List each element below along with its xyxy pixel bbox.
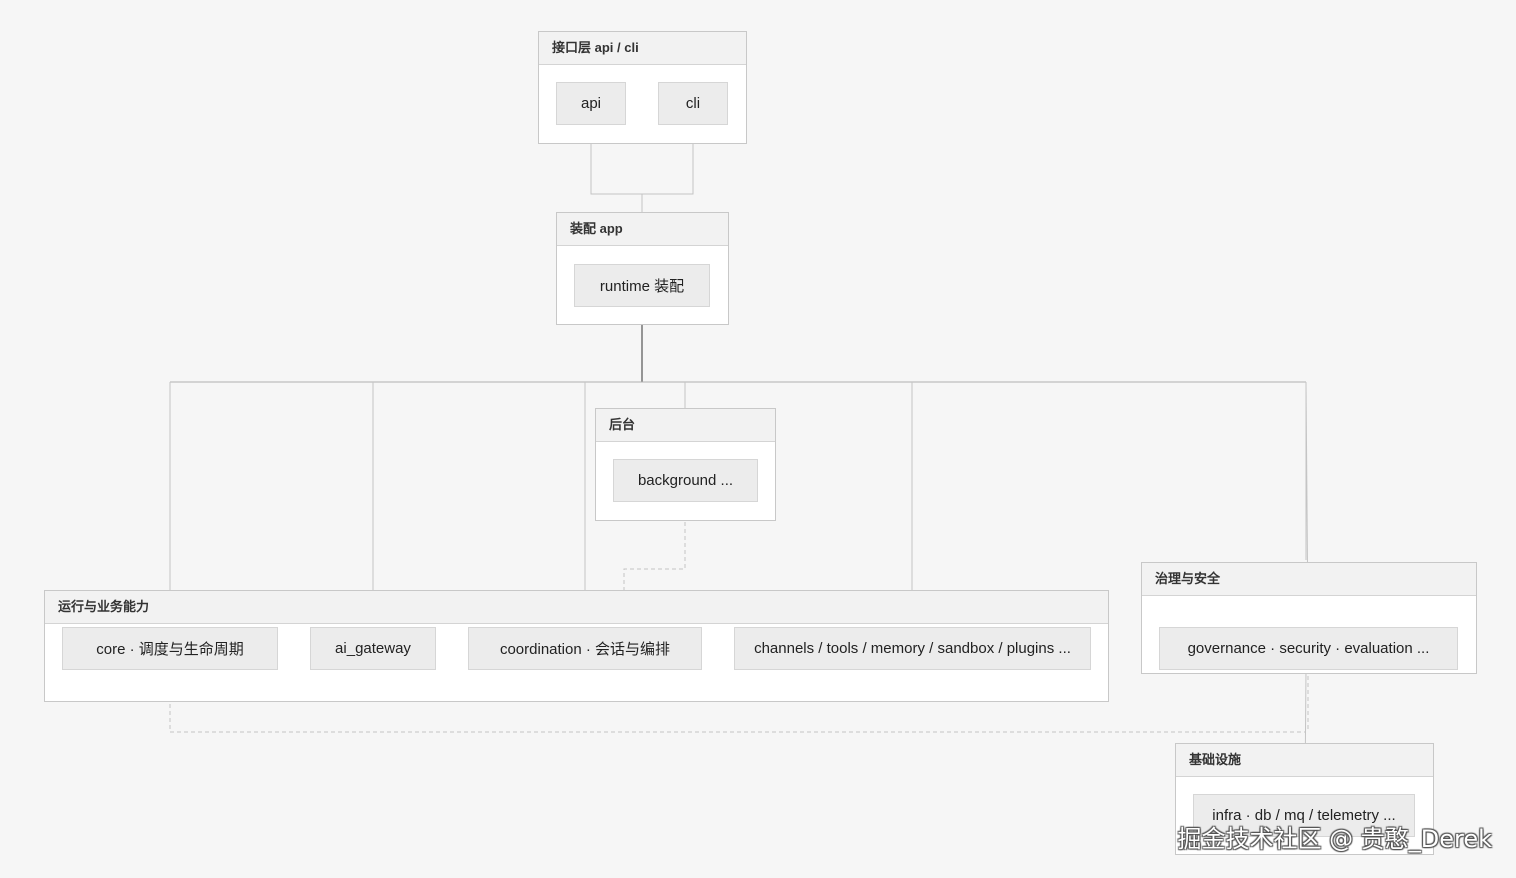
group-assembly-app-title: 装配 app bbox=[557, 213, 728, 246]
group-runtime-business-title: 运行与业务能力 bbox=[45, 591, 1108, 624]
node-governance[interactable]: governance · security · evaluation ... bbox=[1159, 627, 1458, 670]
group-interface-layer-title: 接口层 api / cli bbox=[539, 32, 746, 65]
edge-cli-runtime bbox=[642, 125, 694, 195]
node-cli[interactable]: cli bbox=[658, 82, 728, 125]
node-runtime[interactable]: runtime 装配 bbox=[574, 264, 710, 307]
node-ai-gateway[interactable]: ai_gateway bbox=[310, 627, 436, 670]
group-infrastructure-title: 基础设施 bbox=[1176, 744, 1433, 777]
group-governance-security-title: 治理与安全 bbox=[1142, 563, 1476, 596]
watermark: 掘金技术社区 @ 贵憨_Derek bbox=[1177, 825, 1492, 853]
node-api[interactable]: api bbox=[556, 82, 626, 125]
group-backend-title: 后台 bbox=[596, 409, 775, 442]
node-core[interactable]: core · 调度与生命周期 bbox=[62, 627, 278, 670]
node-channels[interactable]: channels / tools / memory / sandbox / pl… bbox=[734, 627, 1091, 670]
node-background[interactable]: background ... bbox=[613, 459, 758, 502]
node-coordination[interactable]: coordination · 会话与编排 bbox=[468, 627, 702, 670]
group-interface-layer: 接口层 api / cli bbox=[538, 31, 747, 144]
node-infra[interactable]: infra · db / mq / telemetry ... bbox=[1193, 794, 1415, 837]
